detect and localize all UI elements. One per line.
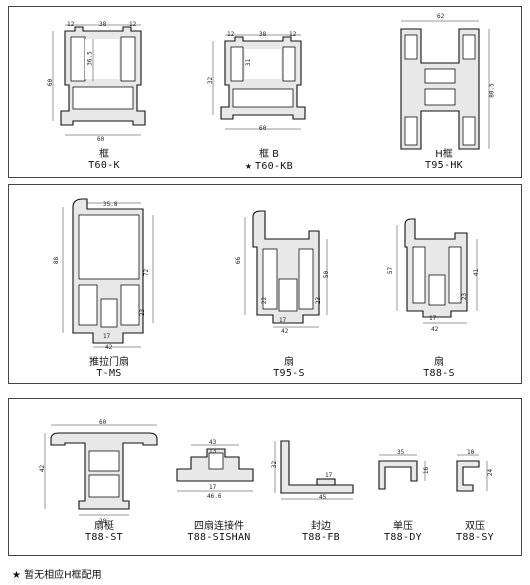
profile-name: 单压 [393, 521, 413, 532]
dim-label: 38 [259, 31, 267, 38]
dim-label: 35 [397, 449, 405, 456]
profile-t88-sy [456, 454, 488, 492]
caption-t-ms: 推拉门扇 T-MS [69, 357, 149, 379]
star-icon: ★ [245, 159, 252, 172]
dim-label: 41 [473, 268, 481, 277]
profile-t-ms [62, 198, 154, 348]
caption-t88-dy: 单压 T88-DY [373, 521, 433, 543]
dim-label: 10 [467, 449, 475, 456]
profile-t95-s [244, 210, 328, 328]
dim-label: 28 [99, 518, 107, 525]
panel-frames: 12 38 12 36.5 60 60 框 T60-K 12 38 12 31 … [8, 6, 522, 178]
dim-label: 22 [261, 296, 269, 305]
profile-t60-kb [212, 34, 306, 130]
profile-t60-k [52, 24, 146, 136]
profile-name: 推拉门扇 [89, 357, 129, 368]
dim-label: 13 [209, 448, 217, 455]
dim-label: 35.8 [103, 201, 118, 208]
dim-label: 32 [207, 76, 215, 85]
dim-label: 32 [271, 460, 279, 469]
caption-t95-s: 扇 T95-S [259, 357, 319, 379]
profile-name: 扇 [284, 357, 294, 368]
dim-label: 17 [279, 317, 287, 324]
profile-code: T95-HK [425, 160, 463, 171]
profile-t95-hk [400, 20, 490, 150]
dim-label: 72 [143, 268, 151, 277]
profile-name: 框 [99, 149, 109, 160]
profile-code: T-MS [96, 368, 122, 379]
caption-t88-fb: 封边 T88-FB [291, 521, 351, 543]
dim-label: 42 [431, 326, 439, 333]
dim-label: 31 [245, 58, 253, 67]
dim-label: 66 [235, 256, 243, 265]
caption-t95-hk: H框 T95-HK [409, 149, 479, 171]
profile-t88-st [44, 424, 158, 516]
caption-t88-s: 扇 T88-S [409, 357, 469, 379]
profile-name: 框 B [258, 149, 280, 160]
footnote: ★ 暂无相应H框配用 [12, 570, 102, 581]
dim-label: 12 [67, 21, 75, 28]
dim-label: 17 [325, 472, 333, 479]
dim-label: 16 [423, 466, 431, 475]
profile-code: T88-SY [456, 532, 494, 543]
dim-label: 38 [99, 21, 107, 28]
profile-code: T88-SISHAN [187, 532, 251, 543]
dim-label: 42 [105, 344, 113, 351]
dim-label: 43 [209, 439, 217, 446]
panel-accessories: 60 42 28 扇梃 T88-ST 43 13 17 46.6 四扇连接件 T… [8, 398, 522, 556]
profile-name: 扇梃 [94, 521, 114, 532]
profile-name: H框 [435, 149, 453, 160]
profile-t88-s [396, 218, 478, 324]
dim-label: 17 [103, 333, 111, 340]
dim-label: 17 [209, 484, 217, 491]
profile-code: T60-K [88, 160, 120, 171]
caption-t88-sishan: 四扇连接件 T88-SISHAN [179, 521, 259, 543]
profile-code: T88-FB [302, 532, 340, 543]
panel-sashes: 35.8 88 72 23 17 42 推拉门扇 T-MS 66 50 22 2… [8, 184, 522, 384]
caption-t88-st: 扇梃 T88-ST [69, 521, 139, 543]
dim-label: 88 [53, 256, 61, 265]
dim-label: 42 [39, 464, 47, 473]
caption-t60-kb: 框 B ★T60-KB [229, 149, 309, 172]
dim-label: 60 [99, 419, 107, 426]
dim-label: 24 [487, 468, 495, 477]
profile-code: T88-S [423, 368, 455, 379]
profile-code: T60-KB [255, 161, 293, 172]
caption-t88-sy: 双压 T88-SY [445, 521, 505, 543]
profile-t88-sishan [176, 444, 254, 492]
dim-label: 36.5 [86, 51, 94, 66]
dim-label: 62 [437, 13, 445, 20]
profile-t88-dy [378, 454, 426, 490]
dim-label: 23 [461, 292, 469, 301]
dim-label: 12 [289, 31, 297, 38]
dim-label: 57 [387, 266, 395, 275]
dim-label: 12 [129, 21, 137, 28]
dim-label: 45 [319, 494, 327, 501]
dim-label: 46.6 [207, 493, 222, 500]
profile-code: T95-S [273, 368, 305, 379]
dim-label: 23 [315, 296, 323, 305]
profile-name: 双压 [465, 521, 485, 532]
profile-name: 扇 [434, 357, 444, 368]
dim-label: 17 [429, 315, 437, 322]
profile-t88-fb [274, 440, 354, 500]
dim-label: 60 [259, 125, 267, 132]
caption-t60-k: 框 T60-K [69, 149, 139, 171]
dim-label: 12 [227, 31, 235, 38]
dim-label: 23 [139, 308, 147, 317]
dim-label: 60 [47, 78, 55, 87]
profile-code: T88-ST [85, 532, 123, 543]
dim-label: 60 [97, 136, 105, 143]
profile-name: 封边 [311, 521, 331, 532]
dim-label: 50 [323, 270, 331, 279]
dim-label: 80.5 [488, 83, 496, 98]
profile-name: 四扇连接件 [194, 521, 244, 532]
dim-label: 42 [281, 328, 289, 335]
profile-code: T88-DY [384, 532, 422, 543]
